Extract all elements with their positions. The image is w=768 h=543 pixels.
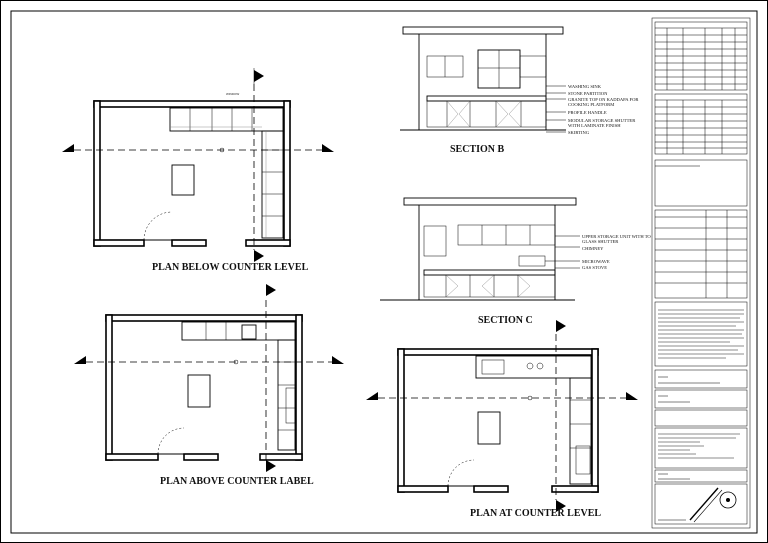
section-c [380,197,580,301]
plan-above-counter-label: PLAN ABOVE COUNTER LABEL [160,476,314,487]
svg-text:UPPER STORAGE UNIT WITH TO: UPPER STORAGE UNIT WITH TO [582,234,651,239]
section-b-label: SECTION B [450,144,505,155]
sheet-inner-border [10,10,758,534]
section-c-label: SECTION C [478,315,533,326]
svg-text:CHIMNEY: CHIMNEY [582,246,604,251]
section-b-notes: WASHING SINK STONE PARTITION GRANITE TOP… [568,84,639,135]
svg-text:MODULAR STORAGE SHUTTER: MODULAR STORAGE SHUTTER [568,118,636,123]
svg-text:WINDOW: WINDOW [226,92,239,96]
plan-below-counter: WINDOW [62,68,334,262]
svg-text:PROFILE HANDLE: PROFILE HANDLE [568,110,607,115]
svg-text:GRANITE TOP ON KADDAPA FOR: GRANITE TOP ON KADDAPA FOR [568,97,639,102]
svg-text:GLASS SHUTTER: GLASS SHUTTER [582,239,619,244]
plan-at-counter [366,320,638,512]
svg-text:COOKING PLATFORM: COOKING PLATFORM [568,102,614,107]
section-b [400,26,566,133]
svg-text:SKIRTING: SKIRTING [568,130,590,135]
svg-text:MICROWAVE: MICROWAVE [582,259,610,264]
plan-below-counter-label: PLAN BELOW COUNTER LEVEL [152,262,309,273]
svg-text:STONE PARTITION: STONE PARTITION [568,91,608,96]
plan-at-counter-label: PLAN AT COUNTER LEVEL [470,508,601,519]
section-c-notes: UPPER STORAGE UNIT WITH TO GLASS SHUTTER… [582,234,651,270]
plan-above-counter [74,284,344,472]
title-block [651,17,751,529]
svg-text:WASHING SINK: WASHING SINK [568,84,602,89]
svg-text:GAS STOVE: GAS STOVE [582,265,607,270]
svg-text:WITH LAMINATE FINISH: WITH LAMINATE FINISH [568,123,621,128]
